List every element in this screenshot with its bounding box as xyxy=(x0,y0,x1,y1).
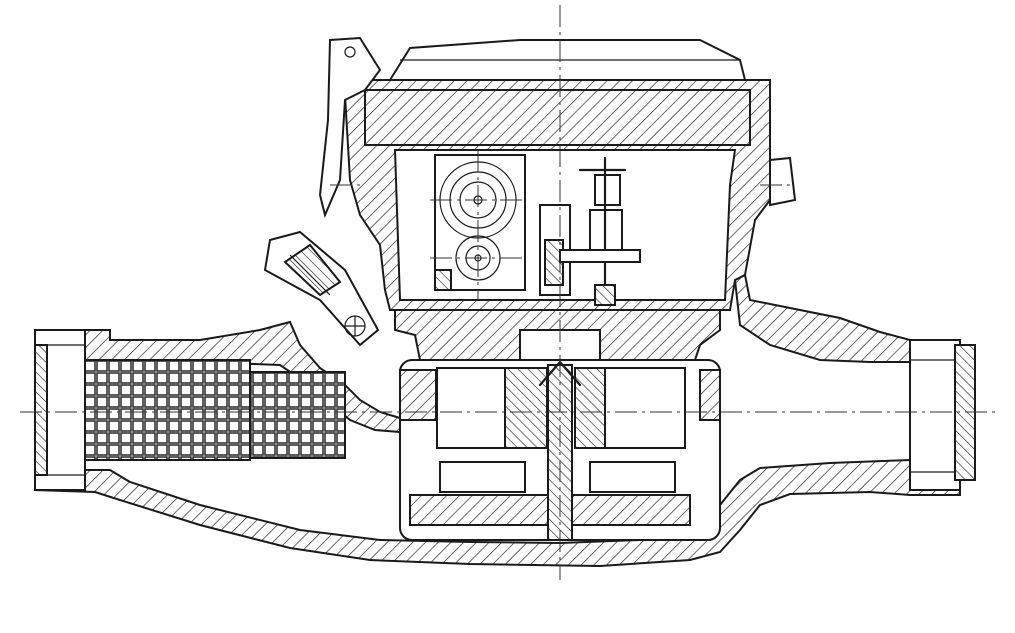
inlet-thread xyxy=(34,329,86,491)
adjustment-screw xyxy=(263,230,380,347)
centerlines xyxy=(20,5,1000,580)
chamber-cover-plate xyxy=(394,309,721,361)
inlet-strainer xyxy=(84,359,346,461)
spindle-assembly xyxy=(539,156,641,306)
measuring-chamber xyxy=(399,359,721,541)
register-gears xyxy=(434,154,526,291)
outlet-thread xyxy=(909,339,976,491)
